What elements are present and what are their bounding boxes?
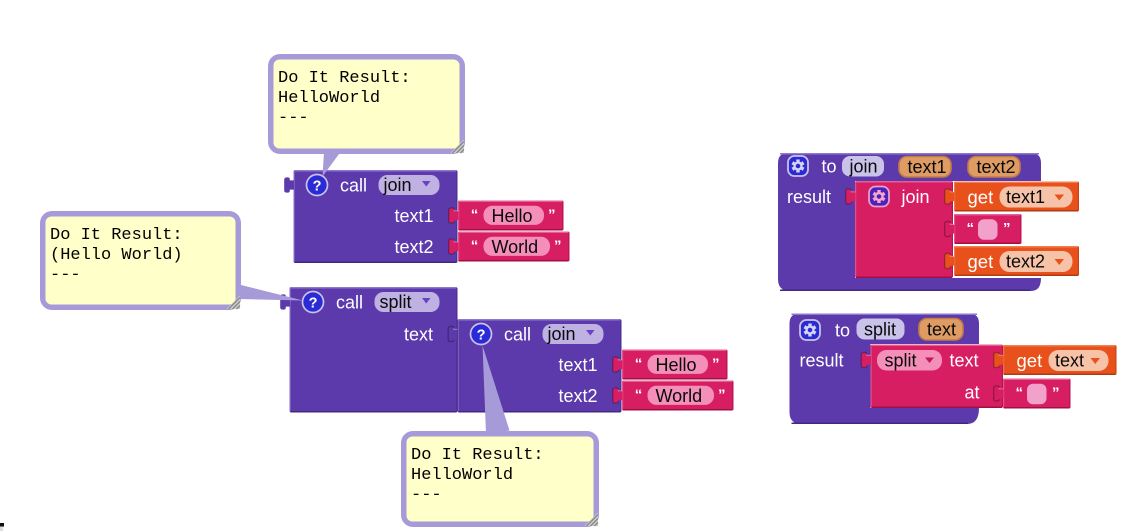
svg-text:text1: text1	[394, 206, 433, 226]
svg-text:---: ---	[50, 266, 81, 285]
svg-text:World: World	[492, 237, 539, 257]
svg-text:Do It Result:: Do It Result:	[278, 69, 411, 88]
svg-text:”: ”	[718, 387, 726, 404]
svg-text:text: text	[927, 320, 956, 340]
svg-text:(Hello World): (Hello World)	[50, 246, 183, 265]
svg-text:HelloWorld: HelloWorld	[278, 89, 380, 108]
svg-text:“: “	[1016, 385, 1024, 402]
svg-text:text2: text2	[558, 386, 597, 406]
svg-text:text2: text2	[394, 237, 433, 257]
svg-text:”: ”	[712, 356, 720, 373]
svg-text:split: split	[885, 351, 917, 371]
svg-text:text: text	[404, 325, 433, 345]
svg-text:get: get	[1017, 350, 1043, 371]
svg-text:Hello: Hello	[492, 206, 533, 226]
svg-text:text2: text2	[977, 157, 1016, 177]
svg-text:Hello: Hello	[656, 355, 697, 375]
svg-text:---: ---	[411, 486, 442, 505]
svg-text:World: World	[656, 386, 703, 406]
svg-text:text: text	[1055, 351, 1084, 371]
svg-text:get: get	[968, 251, 994, 272]
svg-text:to: to	[835, 321, 850, 341]
svg-text:call: call	[504, 325, 531, 345]
svg-text:split: split	[864, 320, 896, 340]
svg-text:”: ”	[554, 238, 562, 255]
svg-text:get: get	[968, 186, 994, 207]
svg-text:---: ---	[278, 109, 309, 128]
svg-text:“: “	[967, 220, 975, 237]
svg-text:text1: text1	[558, 355, 597, 375]
svg-text:“: “	[471, 238, 479, 255]
svg-text:split: split	[380, 292, 412, 312]
svg-text:Do It Result:: Do It Result:	[411, 446, 544, 465]
svg-text:?: ?	[477, 328, 486, 344]
svg-text:text1: text1	[1006, 187, 1045, 207]
svg-text:text: text	[950, 351, 979, 371]
svg-text:join: join	[901, 187, 930, 207]
svg-text:?: ?	[309, 296, 318, 312]
svg-text:join: join	[383, 175, 412, 195]
svg-text:at: at	[964, 383, 979, 403]
svg-text:join: join	[849, 157, 878, 177]
svg-text:“: “	[635, 387, 643, 404]
svg-text:join: join	[547, 324, 576, 344]
svg-text:result: result	[800, 351, 844, 371]
svg-text:“: “	[635, 356, 643, 373]
svg-text:text1: text1	[908, 157, 947, 177]
svg-text:”: ”	[1052, 385, 1060, 402]
svg-text:?: ?	[313, 179, 322, 195]
svg-text:to: to	[822, 157, 837, 177]
svg-text:call: call	[340, 176, 367, 196]
svg-text:”: ”	[1003, 220, 1011, 237]
svg-text:“: “	[471, 207, 479, 224]
svg-text:result: result	[787, 187, 831, 207]
svg-text:Do It Result:: Do It Result:	[50, 226, 183, 245]
svg-text:call: call	[336, 293, 363, 313]
svg-text:text2: text2	[1006, 252, 1045, 272]
svg-text:HelloWorld: HelloWorld	[411, 466, 513, 485]
svg-text:”: ”	[548, 207, 556, 224]
